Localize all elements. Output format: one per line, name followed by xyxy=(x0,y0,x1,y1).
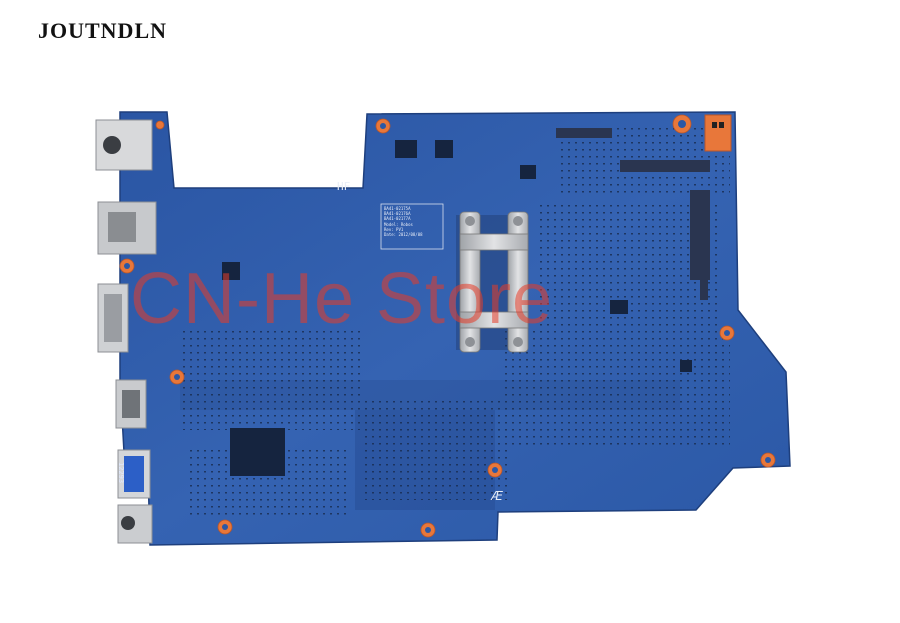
usb-port-marking: 12293 xyxy=(117,462,125,484)
svg-text:Æ: Æ xyxy=(490,489,503,503)
label-line: Model: Robos xyxy=(384,221,413,227)
silkscreen-hf: HF xyxy=(337,180,351,193)
port-connectors xyxy=(95,119,157,544)
board-label: BA41-02175A BA41-02176A BA41-02177A Mode… xyxy=(384,206,442,246)
label-line: BA41-02175A xyxy=(384,206,411,211)
store-watermark: CN-He Store xyxy=(130,259,554,339)
heatsink-bracket xyxy=(456,211,529,353)
label-line: BA41-02176A xyxy=(384,211,411,217)
label-line: BA41-02177A xyxy=(384,216,411,222)
label-line: Rev: PV1 xyxy=(384,226,404,232)
brand-logo: JOUTNDLN xyxy=(38,18,168,43)
label-line: Date: 2012/08/08 xyxy=(384,232,423,238)
